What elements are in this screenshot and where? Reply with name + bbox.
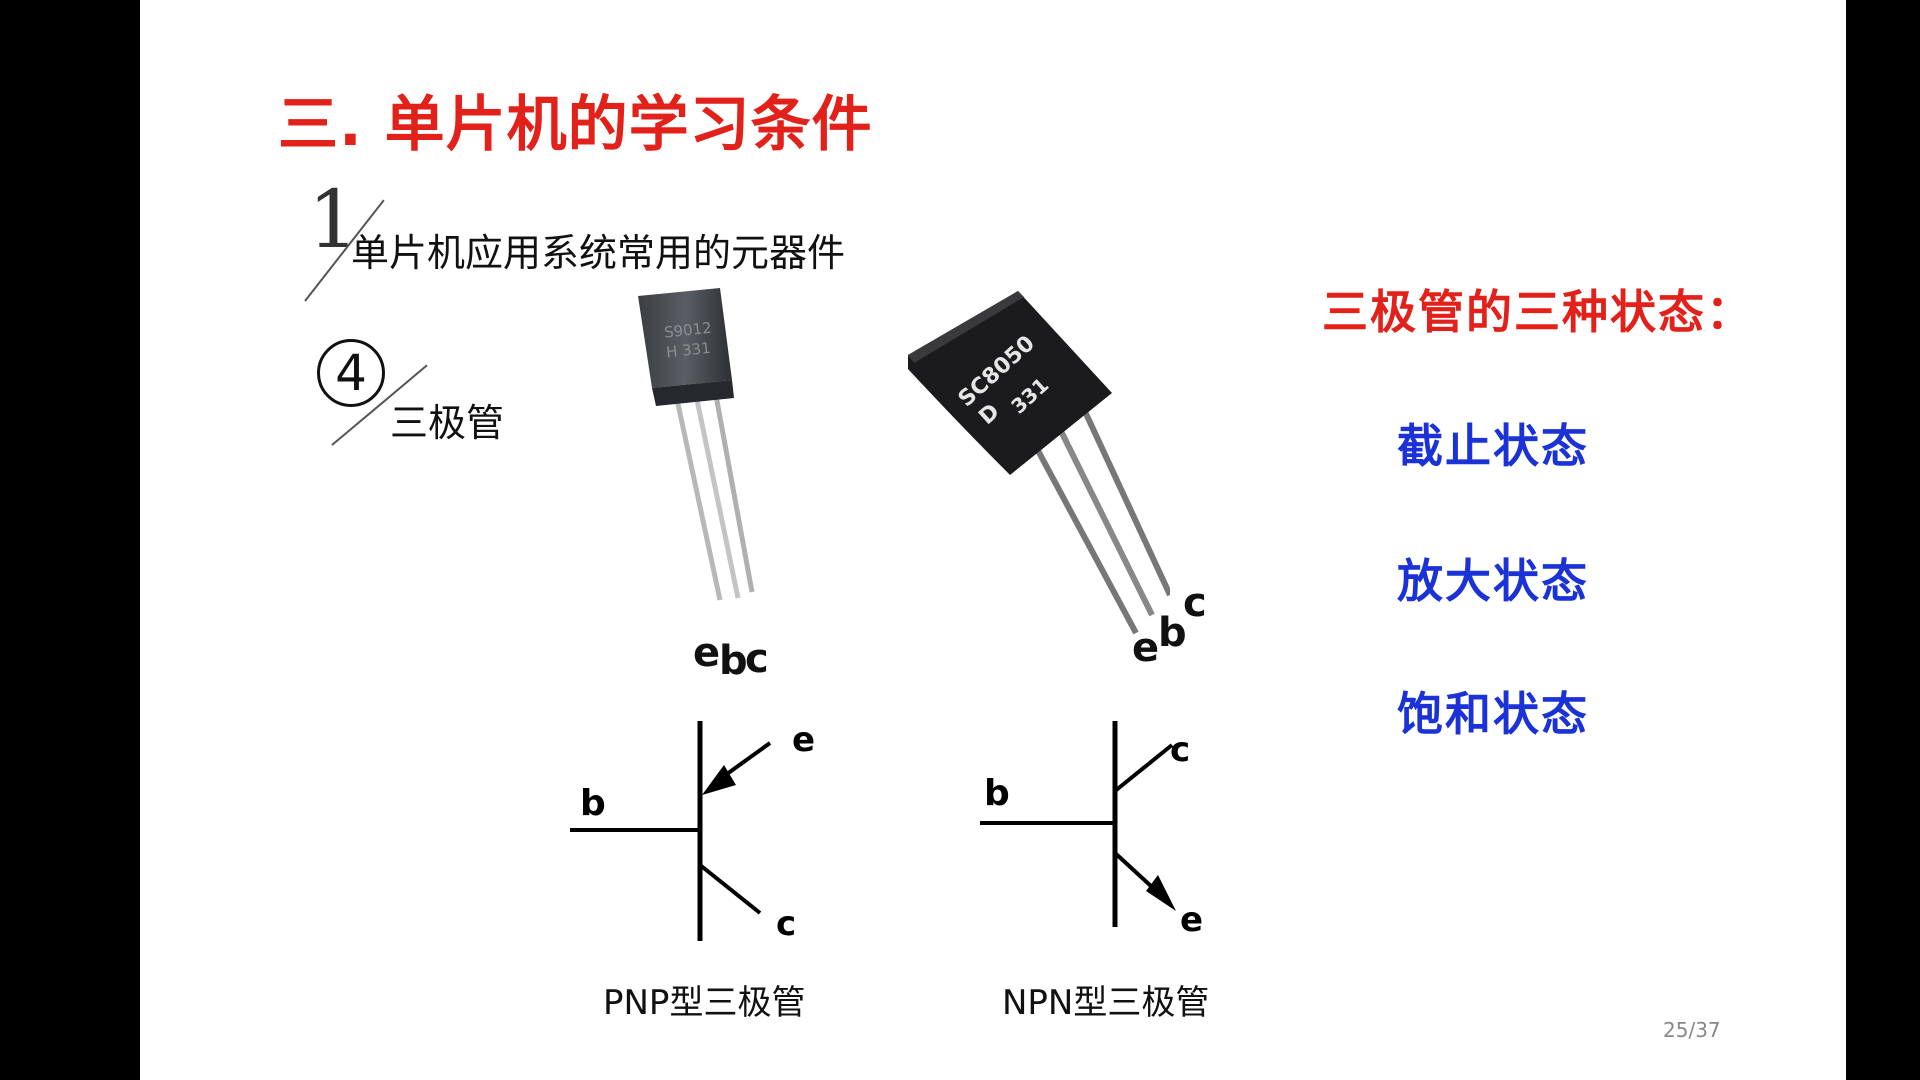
- photo-right-pin-b: b: [1158, 610, 1187, 656]
- section-label: 单片机应用系统常用的元器件: [351, 231, 846, 275]
- photo-right-pin-e: e: [1132, 625, 1160, 671]
- photo-left-pin-b: b: [719, 638, 748, 684]
- pnp-emitter-label: e: [792, 720, 815, 760]
- photo-left-pin-e: e: [693, 630, 721, 676]
- state-amplify: 放大状态: [1397, 554, 1589, 608]
- pnp-base-label: b: [580, 783, 606, 824]
- sub-number-circle: 4: [317, 339, 385, 407]
- slide: 三. 单片机的学习条件 1 单片机应用系统常用的元器件 4 三极管 S9012 …: [140, 0, 1846, 1080]
- photo-left-marking-1: S9012: [663, 319, 712, 342]
- pnp-symbol: b e c: [570, 720, 815, 944]
- npn-emitter-label: e: [1180, 900, 1203, 940]
- states-title: 三极管的三种状态：: [1322, 285, 1754, 339]
- pnp-collector-label: c: [776, 904, 796, 944]
- npn-collector-label: c: [1170, 730, 1190, 770]
- transistor-photo-s9012: S9012 H 331: [638, 288, 755, 601]
- transistor-photo-sc8050: SC8050 D 331: [908, 291, 1170, 635]
- npn-caption: NPN型三极管: [1002, 983, 1210, 1023]
- photo-left-marking-2: H 331: [665, 339, 711, 362]
- sub-label: 三极管: [390, 401, 505, 445]
- pnp-caption: PNP型三极管: [603, 983, 806, 1023]
- slide-title: 三. 单片机的学习条件: [278, 90, 873, 160]
- page-indicator: 25/37: [1663, 1018, 1721, 1042]
- photo-right-pin-c: c: [1183, 580, 1207, 626]
- photo-left-pin-c: c: [745, 636, 769, 682]
- npn-symbol: b c e: [980, 721, 1203, 940]
- npn-base-label: b: [984, 773, 1010, 814]
- state-saturation: 饱和状态: [1397, 687, 1589, 741]
- state-cutoff: 截止状态: [1397, 419, 1589, 473]
- section-number: 1: [308, 173, 359, 266]
